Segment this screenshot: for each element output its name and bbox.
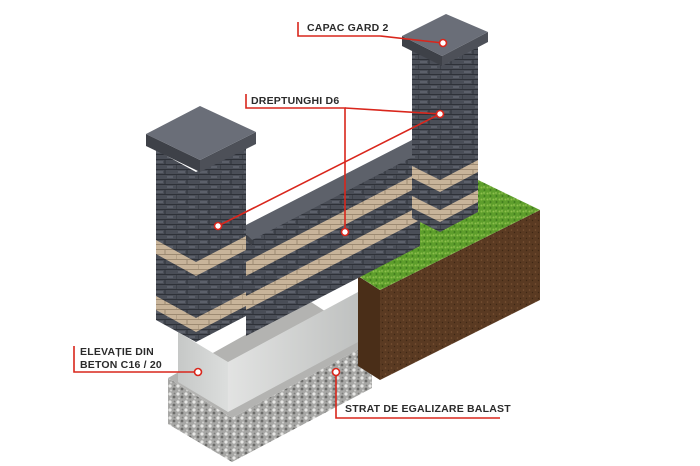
- callout-line-dreptunghi: [245, 94, 346, 232]
- callout-line-capac: [297, 22, 444, 44]
- marker-dreptunghi-wall: [340, 227, 350, 237]
- label-elevatie-line2: BETON C16 / 20: [80, 359, 162, 371]
- marker-capac: [438, 38, 448, 48]
- marker-dreptunghi-right: [435, 109, 445, 119]
- label-dreptunghi: DREPTUNGHI D6: [251, 95, 340, 107]
- right-pillar: [402, 14, 488, 232]
- concrete-foundation: [178, 292, 358, 412]
- left-pillar: [146, 106, 256, 342]
- callout-line-elevatie: [73, 346, 198, 373]
- fence-wall: [240, 140, 426, 336]
- label-strat-balast: STRAT DE EGALIZARE BALAST: [345, 403, 511, 415]
- callout-markers: [193, 38, 448, 377]
- label-elevatie-line1: ELEVAȚIE DIN: [80, 346, 154, 358]
- label-elevatie: ELEVAȚIE DIN BETON C16 / 20: [80, 346, 162, 372]
- soil-block: [346, 176, 540, 380]
- marker-strat: [331, 367, 341, 377]
- marker-elevatie: [193, 367, 203, 377]
- label-capac-gard: CAPAC GARD 2: [307, 22, 389, 34]
- marker-dreptunghi-left: [213, 221, 223, 231]
- callout-line-strat: [335, 372, 500, 419]
